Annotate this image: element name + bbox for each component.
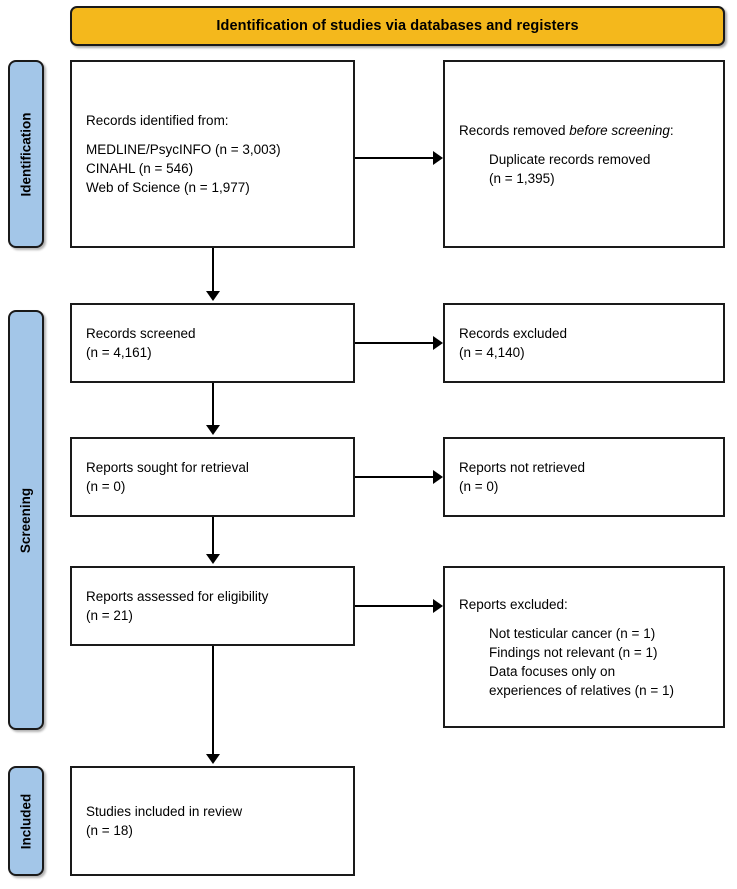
records-excluded-label: Records excluded: [459, 326, 568, 341]
box-reports-assessed: Reports assessed for eligibility (n = 21…: [70, 566, 355, 646]
box-records-screened: Records screened (n = 4,161): [70, 303, 355, 383]
stage-label-screening: Screening: [8, 310, 44, 730]
reports-excluded-reason-3b: experiences of relatives (n = 1): [489, 682, 674, 698]
box-reports-sought: Reports sought for retrieval (n = 0): [70, 437, 355, 517]
arrowhead-screened-to-excluded: [433, 336, 443, 350]
connector-assessed-to-excluded: [355, 605, 435, 607]
arrowhead-sought-to-not-retrieved: [433, 470, 443, 484]
connector-screened-to-excluded: [355, 342, 435, 344]
connector-sought-to-assessed: [212, 517, 214, 556]
reports-not-retrieved-label: Reports not retrieved: [459, 460, 586, 475]
connector-identified-to-removed: [355, 157, 435, 159]
arrowhead-assessed-to-included: [206, 754, 220, 764]
spacer: [86, 130, 339, 140]
records-identified-heading: Records identified from:: [86, 113, 229, 128]
records-removed-heading-italic: before screening: [569, 122, 670, 138]
spacer: [459, 140, 709, 150]
reports-excluded-reason-1: Not testicular cancer (n = 1): [489, 625, 656, 641]
reports-not-retrieved-count: (n = 0): [459, 479, 499, 494]
box-reports-excluded: Reports excluded: Not testicular cancer …: [443, 566, 725, 728]
arrowhead-sought-to-assessed: [206, 554, 220, 564]
records-identified-source-1: MEDLINE/PsycINFO (n = 3,003): [86, 142, 281, 157]
records-removed-line-2: (n = 1,395): [489, 170, 555, 186]
banner-title: Identification of studies via databases …: [216, 18, 579, 34]
stage-label-identification: Identification: [8, 60, 44, 248]
stage-label-included-text: Included: [18, 793, 34, 849]
connector-screened-to-sought: [212, 383, 214, 427]
connector-sought-to-not-retrieved: [355, 476, 435, 478]
spacer: [459, 614, 709, 624]
records-removed-heading-pre: Records removed: [459, 122, 570, 138]
box-reports-not-retrieved: Reports not retrieved (n = 0): [443, 437, 725, 517]
records-screened-count: (n = 4,161): [86, 345, 152, 360]
records-identified-source-2: CINAHL (n = 546): [86, 161, 194, 176]
arrowhead-identified-to-screened: [206, 291, 220, 301]
reports-excluded-heading: Reports excluded:: [459, 596, 568, 612]
connector-identified-to-screened: [212, 248, 214, 293]
records-removed-line-1: Duplicate records removed: [489, 151, 651, 167]
connector-assessed-to-included: [212, 646, 214, 756]
records-screened-label: Records screened: [86, 326, 196, 341]
studies-included-label: Studies included in review: [86, 804, 243, 819]
reports-excluded-reason-3a: Data focuses only on: [489, 663, 616, 679]
reports-sought-label: Reports sought for retrieval: [86, 460, 249, 475]
records-removed-heading: Records removed before screening:: [459, 121, 709, 140]
box-records-removed: Records removed before screening: Duplic…: [443, 60, 725, 248]
arrowhead-screened-to-sought: [206, 425, 220, 435]
stage-label-identification-text: Identification: [18, 112, 34, 196]
box-studies-included: Studies included in review (n = 18): [70, 766, 355, 876]
reports-excluded-reason-2: Findings not relevant (n = 1): [489, 644, 658, 660]
arrowhead-identified-to-removed: [433, 151, 443, 165]
reports-assessed-count: (n = 21): [86, 608, 133, 623]
identification-banner: Identification of studies via databases …: [70, 6, 725, 46]
stage-label-included: Included: [8, 766, 44, 876]
reports-assessed-label: Reports assessed for eligibility: [86, 589, 269, 604]
arrowhead-assessed-to-excluded: [433, 599, 443, 613]
records-identified-source-3: Web of Science (n = 1,977): [86, 180, 250, 195]
reports-sought-count: (n = 0): [86, 479, 126, 494]
records-removed-heading-post: :: [669, 122, 674, 138]
box-records-excluded: Records excluded (n = 4,140): [443, 303, 725, 383]
stage-label-screening-text: Screening: [18, 487, 34, 553]
box-records-identified: Records identified from: MEDLINE/PsycINF…: [70, 60, 355, 248]
records-excluded-count: (n = 4,140): [459, 345, 525, 360]
studies-included-count: (n = 18): [86, 823, 133, 838]
